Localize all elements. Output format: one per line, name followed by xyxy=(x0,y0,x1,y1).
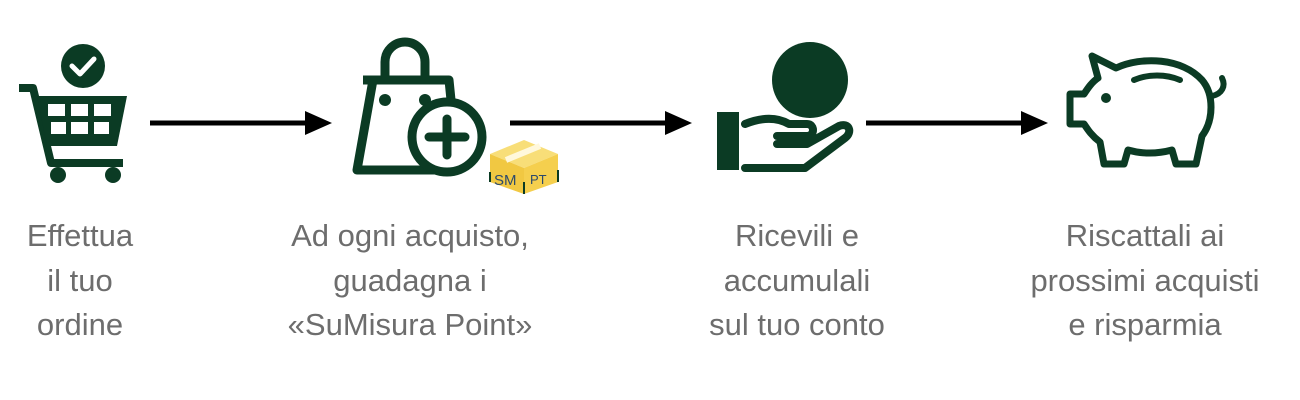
caption-line: guadagna i xyxy=(333,262,487,298)
svg-text:PT: PT xyxy=(530,172,547,187)
caption-line: il tuo xyxy=(47,262,113,298)
caption-line: e risparmia xyxy=(1068,307,1222,342)
caption-line: Ad ogni acquisto, xyxy=(291,218,529,253)
caption-line: Riscattali ai xyxy=(1065,218,1225,253)
svg-text:SM: SM xyxy=(494,172,517,189)
step-caption-3: Ricevili e accumulali sul tuo conto xyxy=(637,214,957,348)
arrow-2 xyxy=(510,111,692,135)
caption-line: Ricevili e xyxy=(734,218,860,253)
caption-line: prossimi acquisti xyxy=(1030,262,1260,298)
step-caption-1: Effettua il tuo ordine xyxy=(0,214,240,348)
caption-line: sul tuo conto xyxy=(709,307,885,342)
caption-line: Effettua xyxy=(26,218,134,253)
shopping-bag-plus-icon xyxy=(352,37,487,177)
caption-line: ordine xyxy=(36,307,124,342)
step-caption-2: Ad ogni acquisto, guadagna i «SuMisura P… xyxy=(250,214,570,348)
box-logo-icon: SM PT xyxy=(489,140,559,194)
shopping-cart-check-icon xyxy=(19,44,127,183)
piggy-bank-icon xyxy=(1066,52,1227,168)
arrow-3 xyxy=(866,111,1048,135)
caption-line: «SuMisura Point» xyxy=(287,307,533,342)
hand-coin-icon xyxy=(717,42,854,172)
step-caption-4: Riscattali ai prossimi acquisti e rispar… xyxy=(985,214,1300,348)
arrow-1 xyxy=(150,111,332,135)
caption-line: accumulali xyxy=(723,262,871,298)
